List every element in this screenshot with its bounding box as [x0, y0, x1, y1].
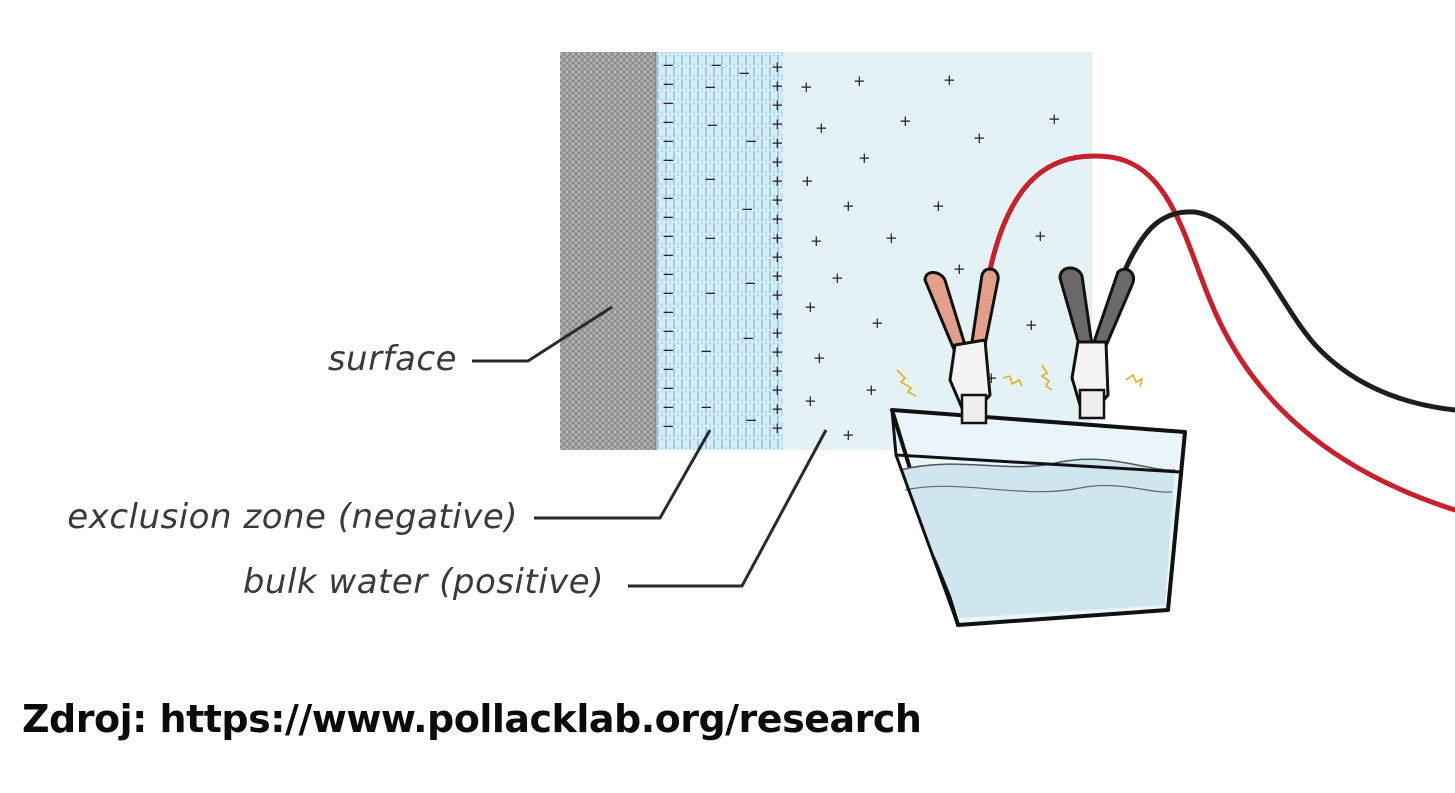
negative-charge: − — [741, 200, 754, 218]
positive-charge: + — [771, 419, 784, 437]
source-credit: Zdroj: https://www.pollacklab.org/resear… — [22, 697, 922, 741]
negative-charge: − — [662, 75, 675, 93]
positive-charge: + — [771, 77, 784, 95]
positive-charge: + — [800, 78, 813, 96]
positive-charges: ++++++++++++++++++++++++++++++++++++++++… — [771, 58, 1061, 444]
negative-charge: − — [706, 116, 719, 134]
negative-charge: − — [662, 94, 675, 112]
positive-charge: + — [842, 426, 855, 444]
positive-charge: + — [771, 305, 784, 323]
positive-charge: + — [771, 343, 784, 361]
exclusion-zone-region — [655, 52, 783, 450]
bulk-water-label: bulk water (positive) — [243, 562, 604, 602]
positive-charge: + — [771, 134, 784, 152]
exclusion-zone-leader-line — [534, 429, 712, 520]
black-cable — [1122, 209, 1455, 413]
positive-charge: + — [871, 314, 884, 332]
negative-charge: − — [662, 56, 675, 74]
negative-charge: − — [745, 132, 758, 150]
bulk-water-leader-line — [628, 429, 828, 588]
negative-charge: − — [710, 56, 723, 74]
negative-charge: − — [662, 322, 675, 340]
negative-charge: − — [742, 329, 755, 347]
positive-charge: + — [801, 172, 814, 190]
positive-charge: + — [815, 119, 828, 137]
positive-charge: + — [771, 191, 784, 209]
negative-charge: − — [662, 113, 675, 131]
negative-charge: − — [662, 132, 675, 150]
negative-charge: − — [662, 284, 675, 302]
positive-charge: + — [842, 197, 855, 215]
positive-charge: + — [885, 229, 898, 247]
positive-charge: + — [771, 172, 784, 190]
positive-charge: + — [853, 72, 866, 90]
negative-charge: − — [704, 284, 717, 302]
positive-charge: + — [953, 260, 966, 278]
negative-charge: − — [662, 417, 675, 435]
positive-charge: + — [943, 71, 956, 89]
positive-charge: + — [813, 349, 826, 367]
positive-charge: + — [771, 153, 784, 171]
surface-leader-line — [472, 305, 613, 363]
negative-charge: − — [738, 64, 751, 82]
positive-charge: + — [1034, 227, 1047, 245]
positive-charge: + — [865, 381, 878, 399]
positive-charge: + — [771, 210, 784, 228]
negative-charge: − — [662, 151, 675, 169]
positive-charge: + — [973, 129, 986, 147]
positive-charge: + — [771, 248, 784, 266]
red-clamp — [923, 267, 1000, 425]
positive-charge: + — [1025, 316, 1038, 334]
positive-charge: + — [858, 149, 871, 167]
positive-charge: + — [771, 286, 784, 304]
sparks — [896, 364, 1144, 397]
red-cable — [987, 153, 1455, 513]
positive-charge: + — [899, 112, 912, 130]
negative-charge: − — [662, 170, 675, 188]
negative-charge: − — [700, 398, 713, 416]
positive-charge: + — [771, 115, 784, 133]
negative-charge: − — [662, 379, 675, 397]
positive-charge: + — [771, 362, 784, 380]
surface-label: surface — [328, 339, 457, 379]
negative-charge: − — [662, 360, 675, 378]
black-clamp — [1058, 266, 1135, 420]
positive-charge: + — [771, 324, 784, 342]
positive-charge: + — [771, 400, 784, 418]
negative-charges: −−−−−−−−−−−−−−−−−−−−−−−−−−−−−−−−−− — [662, 56, 758, 435]
negative-charge: − — [662, 246, 675, 264]
negative-charge: − — [700, 342, 713, 360]
exclusion-zone-label: exclusion zone (negative) — [67, 497, 518, 537]
positive-charge: + — [771, 267, 784, 285]
negative-charge: − — [704, 170, 717, 188]
positive-charge: + — [810, 232, 823, 250]
negative-charge: − — [704, 229, 717, 247]
positive-charge: + — [771, 381, 784, 399]
negative-charge: − — [662, 208, 675, 226]
battery — [890, 408, 1187, 627]
positive-charge: + — [831, 269, 844, 287]
positive-charge: + — [1048, 110, 1061, 128]
positive-charge: + — [771, 229, 784, 247]
positive-charge: + — [804, 392, 817, 410]
negative-charge: − — [662, 189, 675, 207]
battery-water — [900, 459, 1175, 618]
positive-charge: + — [804, 298, 817, 316]
negative-charge: − — [662, 303, 675, 321]
negative-charge: − — [662, 227, 675, 245]
negative-charge: − — [662, 398, 675, 416]
negative-charge: − — [704, 78, 717, 96]
positive-charge: + — [932, 197, 945, 215]
negative-charge: − — [745, 411, 758, 429]
negative-charge: − — [744, 274, 757, 292]
negative-charge: − — [662, 341, 675, 359]
positive-charge: + — [771, 96, 784, 114]
surface-region — [560, 52, 656, 450]
positive-charge: + — [771, 58, 784, 76]
negative-charge: − — [662, 265, 675, 283]
